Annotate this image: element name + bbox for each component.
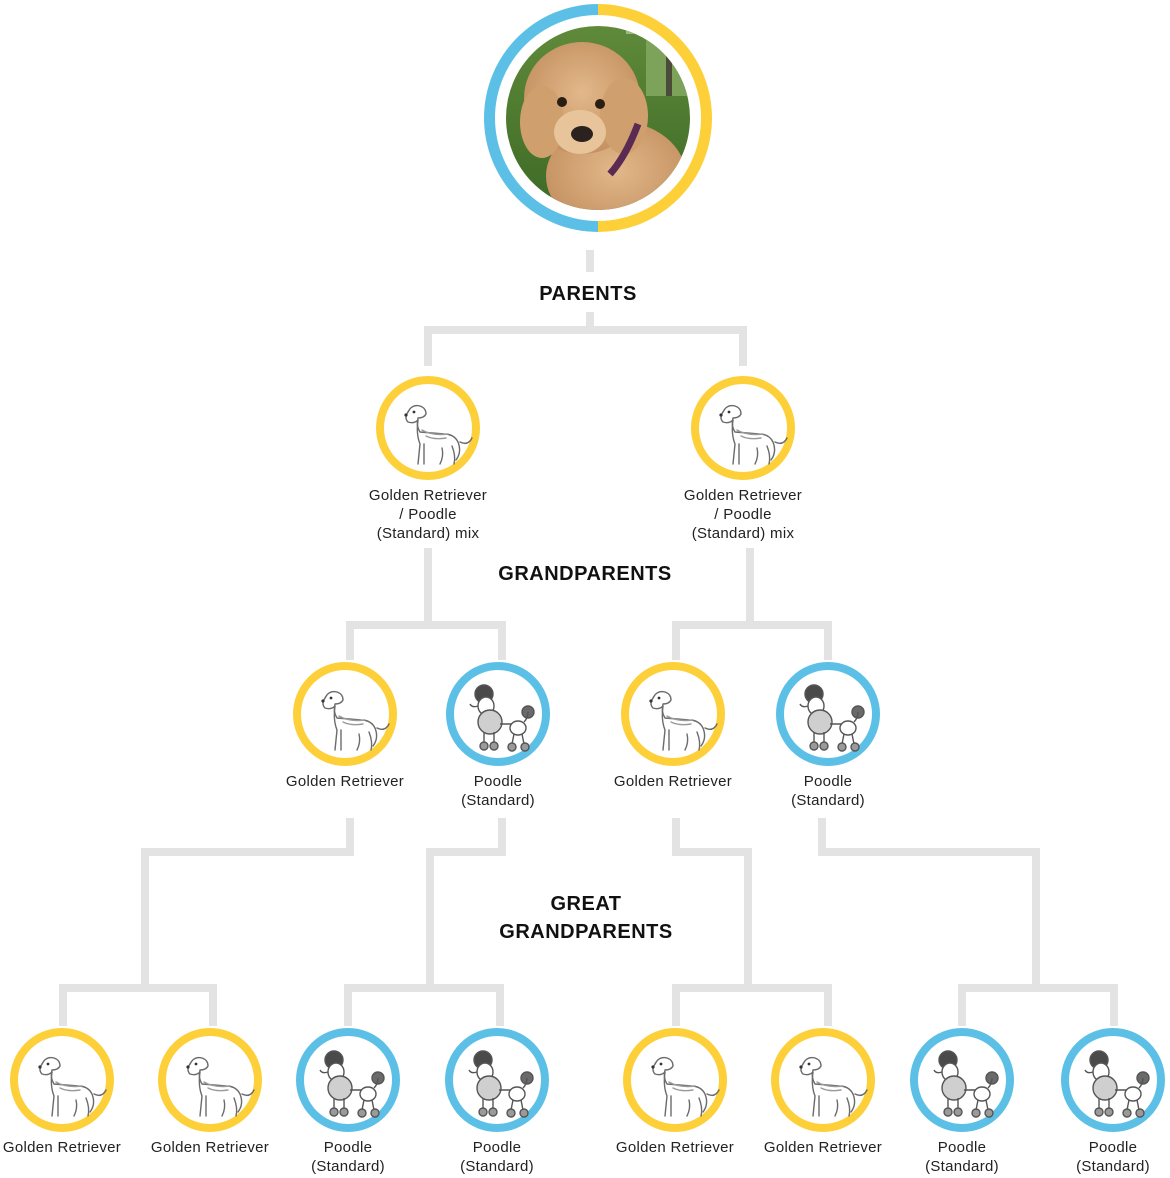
golden-retriever-sketch-icon: [321, 690, 390, 751]
great-grandparents-heading: GREAT GRANDPARENTS: [386, 890, 786, 946]
great-grandparent-node-1-ring: [10, 1028, 114, 1132]
great-grandparent-node-2-label: Golden Retriever: [150, 1139, 270, 1156]
connector: [145, 984, 217, 1026]
connector: [750, 621, 832, 660]
great-grandparent-node-8-ring: [1061, 1028, 1165, 1132]
connector: [590, 326, 747, 366]
great-grandparents-heading-line2: GRANDPARENTS: [499, 921, 673, 943]
grandparents-heading: GRANDPARENTS: [498, 563, 672, 585]
great-grandparent-node-6-label: Golden Retriever: [763, 1139, 883, 1156]
great-grandparent-node-7-label: Poodle (Standard): [925, 1139, 999, 1175]
great-grandparents-heading-line1: GREAT: [550, 893, 622, 915]
grandparent-node-3-ring: [621, 662, 725, 766]
golden-retriever-sketch-icon: [651, 1056, 720, 1117]
grandparent-node-2-ring: [446, 662, 550, 766]
poodle-sketch-icon: [469, 684, 535, 752]
poodle-sketch-icon: [1084, 1050, 1150, 1118]
great-grandparent-node-4-label: Poodle (Standard): [460, 1139, 534, 1175]
connector: [59, 818, 354, 1026]
golden-retriever-sketch-icon: [186, 1056, 255, 1117]
golden-retriever-sketch-icon: [404, 404, 473, 465]
poodle-sketch-icon: [933, 1050, 999, 1118]
great-grandparent-node-5-label: Golden Retriever: [615, 1139, 735, 1156]
connector: [1036, 984, 1118, 1026]
parents-heading: PARENTS: [539, 283, 637, 305]
poodle-sketch-icon: [799, 684, 865, 752]
great-grandparent-node-1-label: Golden Retriever: [2, 1139, 122, 1156]
connector: [748, 984, 832, 1026]
grandparent-node-4-label: Poodle (Standard): [791, 773, 865, 809]
great-grandparent-node-7-ring: [910, 1028, 1014, 1132]
connector: [424, 312, 594, 366]
grandparent-node-4-ring: [776, 662, 880, 766]
parent-node-2-label: Golden Retriever / Poodle (Standard) mix: [683, 487, 803, 542]
connector: [428, 621, 506, 660]
poodle-sketch-icon: [468, 1050, 534, 1118]
connector: [672, 818, 752, 1026]
golden-retriever-sketch-icon: [719, 404, 788, 465]
grandparent-node-2-label: Poodle (Standard): [461, 773, 535, 809]
connector: [430, 984, 504, 1026]
great-grandparent-node-4-ring: [445, 1028, 549, 1132]
great-grandparent-node-3-label: Poodle (Standard): [311, 1139, 385, 1175]
great-grandparent-node-6-ring: [771, 1028, 875, 1132]
golden-retriever-sketch-icon: [649, 690, 718, 751]
parent-node-1-label: Golden Retriever / Poodle (Standard) mix: [368, 487, 488, 542]
grandparent-node-1-ring: [293, 662, 397, 766]
golden-retriever-sketch-icon: [799, 1056, 868, 1117]
great-grandparent-node-3-ring: [296, 1028, 400, 1132]
great-grandparent-node-2-ring: [158, 1028, 262, 1132]
parent-node-1-ring: [376, 376, 480, 480]
connector: [344, 818, 506, 1026]
poodle-sketch-icon: [319, 1050, 385, 1118]
connector: [672, 548, 754, 660]
golden-retriever-sketch-icon: [38, 1056, 107, 1117]
parent-node-2-ring: [691, 376, 795, 480]
connector: [346, 548, 432, 660]
connector: [818, 818, 1040, 1026]
subject-dog-node: [484, 4, 712, 232]
doodle-dog-photo: [506, 26, 690, 210]
great-grandparent-node-8-label: Poodle (Standard): [1076, 1139, 1150, 1175]
great-grandparent-node-5-ring: [623, 1028, 727, 1132]
grandparent-node-1-label: Golden Retriever: [285, 773, 405, 790]
grandparent-node-3-label: Golden Retriever: [613, 773, 733, 790]
